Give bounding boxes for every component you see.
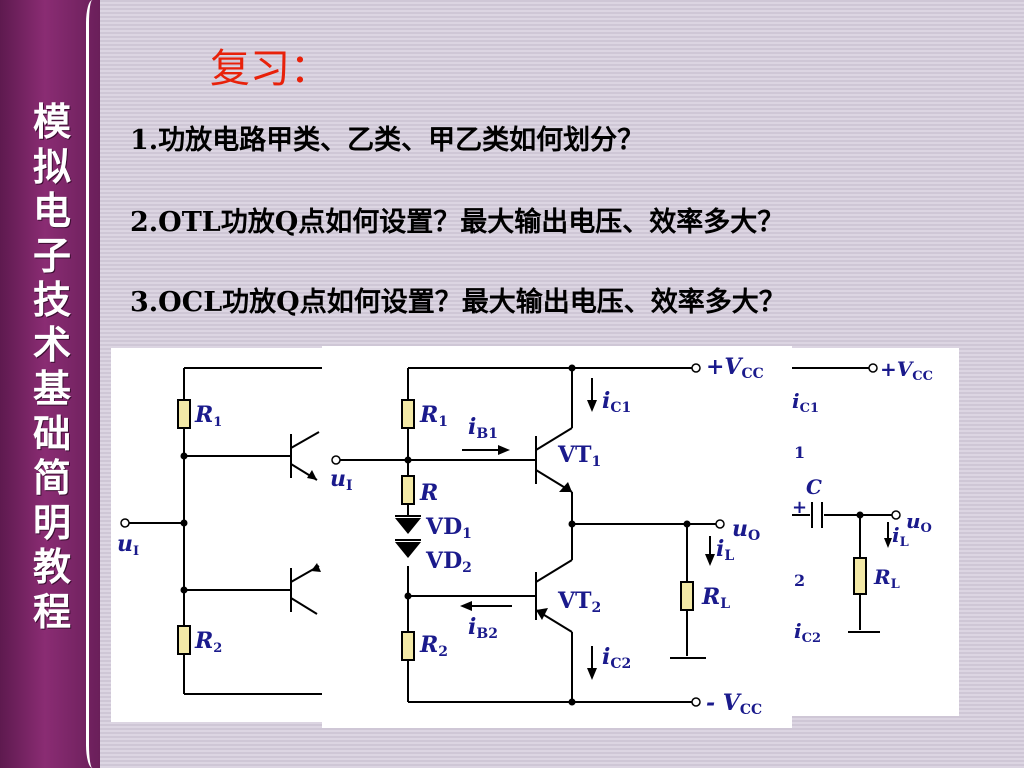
ib1-label: iB1 bbox=[468, 414, 498, 442]
vd2-label: VD2 bbox=[425, 548, 472, 576]
vcc-negative-label: - VCC bbox=[706, 690, 762, 718]
right-partial-label-1: 1 bbox=[794, 443, 805, 462]
question-1: 1.功放电路甲类、乙类、甲乙类如何划分？ bbox=[130, 125, 645, 156]
sidebar-char: 程 bbox=[32, 589, 71, 634]
question-3: 3.OCL功放Q点如何设置？最大输出电压、效率多大？ bbox=[130, 287, 786, 318]
sidebar-char: 础 bbox=[32, 411, 71, 456]
r2-label: R2 bbox=[419, 632, 448, 660]
sidebar-title: 模 拟 电 子 技 术 基 础 简 明 教 程 bbox=[30, 100, 74, 634]
circuit-right-diagram: +VCC iC1 1 C + uO iL RL 2 iC2 bbox=[784, 357, 933, 646]
right-ic2-label: iC2 bbox=[794, 619, 821, 646]
left-r1-label: R1 bbox=[194, 402, 222, 430]
right-ic1-label: iC1 bbox=[792, 389, 819, 416]
input-label: uI bbox=[330, 466, 353, 494]
vd1-label: VD1 bbox=[425, 514, 472, 542]
circuit-main-panel: +VCC - VCC R1 R VD1 VD2 R2 iB1 iB2 iC1 i… bbox=[322, 346, 792, 728]
right-il-label: iL bbox=[892, 523, 909, 550]
sidebar-char: 明 bbox=[32, 500, 71, 545]
circuit-left-panel: R1 R2 uI bbox=[111, 348, 326, 722]
sidebar-char: 电 bbox=[32, 189, 71, 233]
sidebar-char: 简 bbox=[32, 456, 71, 500]
sidebar-char: 子 bbox=[32, 233, 71, 278]
sidebar-banner: 模 拟 电 子 技 术 基 础 简 明 教 程 bbox=[0, 0, 100, 768]
sidebar-char: 模 bbox=[32, 100, 71, 144]
ib2-label: iB2 bbox=[468, 614, 498, 642]
left-input-label: uI bbox=[117, 531, 139, 559]
review-heading: 复习： bbox=[210, 46, 330, 92]
circuit-left-diagram: R1 R2 uI bbox=[117, 367, 326, 695]
vcc-positive-label: +VCC bbox=[706, 354, 764, 382]
sidebar-char: 术 bbox=[32, 322, 71, 367]
r1-label: R1 bbox=[419, 402, 448, 430]
left-r2-label: R2 bbox=[194, 628, 222, 656]
sidebar-char: 基 bbox=[32, 367, 71, 411]
right-cap-plus: + bbox=[792, 497, 807, 518]
output-label: uO bbox=[732, 516, 760, 544]
sidebar-scroll-edge bbox=[86, 0, 102, 768]
il-label: iL bbox=[716, 536, 734, 564]
circuit-main-diagram: +VCC - VCC R1 R VD1 VD2 R2 iB1 iB2 iC1 i… bbox=[330, 354, 764, 718]
rl-label: RL bbox=[701, 584, 730, 612]
vt2-label: VT2 bbox=[557, 588, 601, 616]
right-cap-label: C bbox=[806, 475, 822, 499]
ic2-label: iC2 bbox=[602, 644, 631, 672]
question-2: 2.OTL功放Q点如何设置？最大输出电压、效率多大？ bbox=[130, 207, 785, 238]
right-output-label: uO bbox=[906, 509, 932, 536]
right-rl-label: RL bbox=[873, 565, 900, 592]
sidebar-char: 教 bbox=[32, 545, 71, 589]
ic1-label: iC1 bbox=[602, 388, 631, 416]
vt1-label: VT1 bbox=[557, 442, 601, 470]
circuit-right-panel: +VCC iC1 1 C + uO iL RL 2 iC2 bbox=[784, 348, 959, 716]
right-vcc-label: +VCC bbox=[880, 357, 933, 384]
r-label: R bbox=[419, 480, 438, 506]
right-partial-label-2: 2 bbox=[794, 571, 805, 590]
sidebar-char: 技 bbox=[32, 278, 71, 322]
sidebar-char: 拟 bbox=[32, 144, 71, 189]
